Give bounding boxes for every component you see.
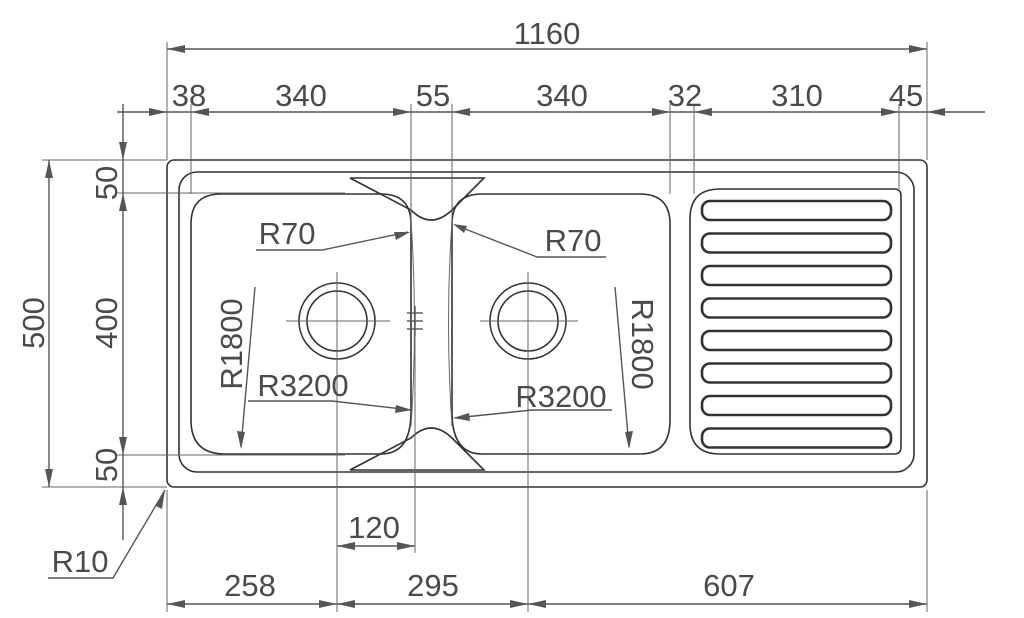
drain-offset-label: 120 [348,510,400,545]
overall-width-label: 1160 [514,16,581,51]
bottom-segment-1-label: 258 [224,568,276,603]
drainer-groove [700,297,893,319]
corner-radius-label: R10 [52,544,109,579]
right-drain [480,272,578,372]
r1800-right-label: R1800 [625,298,660,389]
r70-left-label: R70 [259,216,316,251]
top-segment-3-label: 55 [416,78,450,113]
dimension-labels: 1160 38 340 55 340 32 310 45 500 50 400 … [16,16,923,603]
overall-depth-label: 500 [16,297,51,349]
dimension-lines [42,42,985,612]
sink-outline [166,159,928,488]
top-segment-5-label: 32 [668,78,702,113]
right-bowl [451,193,671,455]
r3200-right-label: R3200 [515,379,606,414]
side-segment-3-label: 50 [89,448,124,482]
drainer-groove [700,427,893,449]
drainer-board [689,188,902,455]
bottom-segment-2-label: 295 [407,568,459,603]
drainer-groove [700,232,893,254]
overflow-channel [349,177,486,471]
drainer-groove [700,199,893,222]
bottom-segment-3-label: 607 [703,568,755,603]
top-segment-1-label: 38 [172,78,206,113]
side-segment-1-label: 50 [89,166,124,200]
drainer-groove [700,362,893,384]
drainer-groove [700,329,893,352]
drainer-grooves [700,199,893,449]
r70-right-label: R70 [545,223,602,258]
r1800-left-label: R1800 [214,298,249,389]
top-segment-7-label: 45 [889,78,923,113]
top-segment-6-label: 310 [771,78,823,113]
side-segment-2-label: 400 [89,297,124,349]
top-segment-2-label: 340 [275,78,327,113]
drainer-groove [700,394,893,417]
top-segment-4-label: 340 [536,78,588,113]
drainer-groove [700,264,893,287]
r3200-left-label: R3200 [257,368,348,403]
left-drain [286,272,390,372]
